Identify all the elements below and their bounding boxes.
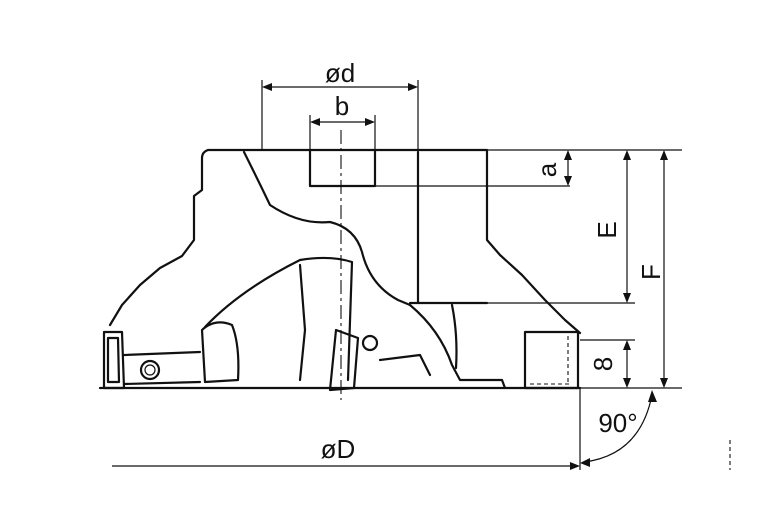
keyway-depth-label: a xyxy=(532,162,562,177)
cutter-body xyxy=(98,148,582,392)
cutter-diameter-label: øD xyxy=(321,434,356,464)
keyway-width-label: b xyxy=(335,91,349,121)
insert-height-label: 8 xyxy=(588,357,618,371)
bore-diameter-label: ød xyxy=(325,58,355,88)
hub-length-label: E xyxy=(592,221,622,238)
overall-height-label: F xyxy=(636,264,666,280)
dimension-keyway-depth: a xyxy=(532,150,572,186)
dimension-overall-height: F xyxy=(580,150,682,389)
dimension-insert-height: 8 xyxy=(580,339,635,388)
dimension-lead-angle: 90° xyxy=(579,388,731,470)
lead-angle-label: 90° xyxy=(598,408,637,438)
dimension-bore-diameter: ød xyxy=(261,58,419,150)
dimension-hub-length: E xyxy=(560,150,635,304)
dimension-keyway-width: b xyxy=(309,91,376,150)
dimension-cutter-diameter: øD xyxy=(112,434,580,470)
keyway xyxy=(308,148,682,188)
